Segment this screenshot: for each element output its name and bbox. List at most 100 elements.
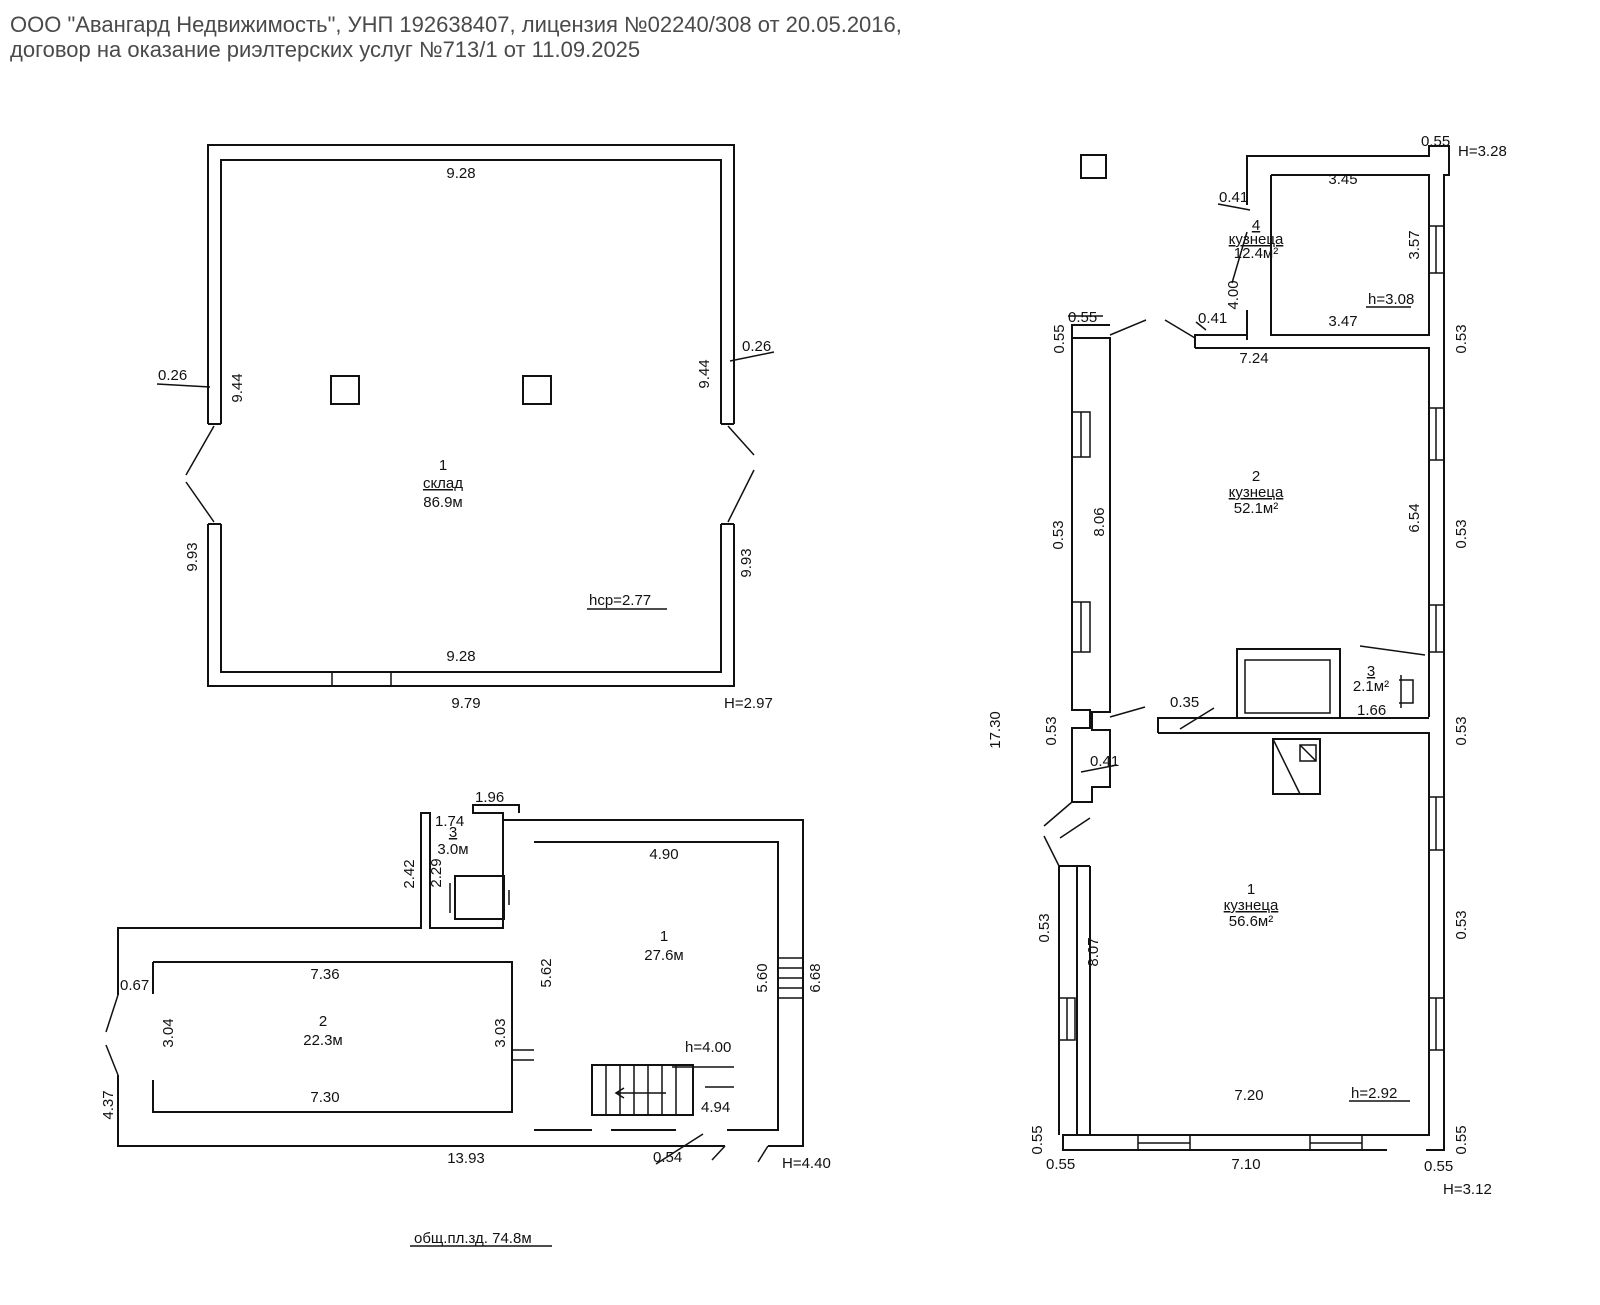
- plan-b-entrance-steps: [778, 957, 803, 999]
- plan-b-building: 1 27.6м 2 22.3м 3 3.0м 1.96 1.74 2.42 2.…: [100, 789, 831, 1247]
- plan-b-dim-0-67: 0.67: [120, 977, 149, 994]
- plan-a-gate-right: [727, 425, 755, 523]
- plan-b-dim-7-30: 7.30: [310, 1089, 339, 1106]
- plan-b-dim-3-03: 3.03: [492, 1018, 509, 1047]
- plan-c-dim-7-10: 7.10: [1231, 1156, 1260, 1173]
- plan-c-dim-0-53-l1: 0.53: [1050, 520, 1067, 549]
- plan-c-room-3-number: 3: [1367, 663, 1375, 680]
- plan-a-dim-bottom-outer: 9.79: [451, 695, 480, 712]
- plan-b-dim-3-04: 3.04: [160, 1018, 177, 1047]
- plan-a-column: [522, 375, 552, 405]
- plan-c-dim-0-55-top: 0.55: [1421, 133, 1450, 150]
- plan-c-dim-6-54: 6.54: [1406, 503, 1423, 532]
- plan-b-height-total: H=4.40: [782, 1155, 831, 1172]
- plan-c-window-bottom: [1137, 1135, 1363, 1150]
- plan-c-room-4-name: кузнеца: [1229, 231, 1284, 248]
- plan-c-window-right: [1429, 225, 1445, 1051]
- plan-c-dim-8-07: 8.07: [1085, 937, 1102, 966]
- plan-b-room-1-area: 27.6м: [644, 947, 684, 964]
- plan-c-room-2-wall: [1194, 334, 1430, 717]
- plan-a-room-number: 1: [439, 457, 447, 474]
- plan-b-door: [512, 1049, 534, 1061]
- plan-a-dim-bottom-inner: 9.28: [446, 648, 475, 665]
- plan-c-room-1-number: 1: [1247, 881, 1255, 898]
- plan-b-room-1-number: 1: [660, 928, 668, 945]
- plan-c-dim-4-00: 4.00: [1225, 280, 1242, 309]
- plan-b-stairs: [591, 1064, 694, 1116]
- plan-b-dim-2-29: 2.29: [428, 858, 445, 887]
- plan-b-dim-6-68: 6.68: [807, 963, 824, 992]
- plan-b-total-area: общ.пл.зд. 74.8м: [414, 1230, 532, 1247]
- plan-a-dim-left-upper: 9.44: [229, 373, 246, 402]
- plan-c-dim-0-55-left: 0.55: [1068, 309, 1097, 326]
- plan-b-outer-wall: [117, 812, 804, 1147]
- plan-c-room-2-area: 52.1м²: [1234, 500, 1279, 517]
- plan-c-dim-3-47: 3.47: [1328, 313, 1357, 330]
- plan-a-dim-right-lower: 9.93: [738, 548, 755, 577]
- plan-b-room-3-number: 3: [449, 824, 457, 841]
- plan-b-room-2-area: 22.3м: [303, 1032, 343, 1049]
- plan-b-room-3-wall: [472, 804, 520, 820]
- plan-c-window-left: [1059, 411, 1091, 1041]
- plan-c-dim-1-66: 1.66: [1357, 702, 1386, 719]
- plan-c-room-2-number: 2: [1252, 468, 1260, 485]
- plan-c-dim-0-55-br-h: 0.55: [1424, 1158, 1453, 1175]
- plan-c-dim-7-24: 7.24: [1239, 350, 1268, 367]
- plan-a-dim-right-upper: 9.44: [696, 359, 713, 388]
- plan-c-dim-8-06: 8.06: [1091, 507, 1108, 536]
- plan-c-dim-0-55-bl-v: 0.55: [1029, 1125, 1046, 1154]
- plan-c-room-3-area: 2.1м²: [1353, 678, 1389, 695]
- plan-c-dim-0-55-br-v: 0.55: [1453, 1125, 1470, 1154]
- plan-c-dim-0-53-l2: 0.53: [1043, 716, 1060, 745]
- plan-b-dim-5-62: 5.62: [538, 958, 555, 987]
- plan-a-column: [330, 375, 360, 405]
- plan-a-room-name: склад: [423, 475, 463, 492]
- plan-c-dim-17-30: 17.30: [987, 711, 1004, 749]
- header: ООО "Авангард Недвижимость", УНП 1926384…: [10, 12, 902, 62]
- plan-b-room-1-wall: [534, 841, 779, 1131]
- plan-a-height-total: H=2.97: [724, 695, 773, 712]
- plan-c-dim-0-41-b: 0.41: [1198, 310, 1227, 327]
- plan-b-dim-4-90: 4.90: [649, 846, 678, 863]
- plan-c-chimney: [1080, 154, 1107, 179]
- plan-c-dim-0-35: 0.35: [1170, 694, 1199, 711]
- plan-b-appliance: [454, 875, 505, 920]
- plan-c-room-3-closet: [1236, 648, 1341, 719]
- plan-c-room-1-name: кузнеца: [1224, 897, 1279, 914]
- plan-c-dim-3-45: 3.45: [1328, 171, 1357, 188]
- plan-c-dim-0-53-r4: 0.53: [1453, 910, 1470, 939]
- plan-c-dim-3-57: 3.57: [1406, 230, 1423, 259]
- plan-c-dim-7-20: 7.20: [1234, 1087, 1263, 1104]
- plan-a-window: [331, 671, 392, 687]
- plan-a-wall-left: 0.26: [158, 367, 187, 384]
- plan-a-dim-top: 9.28: [446, 165, 475, 182]
- plan-c-height-r4: h=3.08: [1368, 291, 1414, 308]
- plan-c-room-4-number: 4: [1252, 217, 1260, 234]
- plan-a-outer-wall: [207, 144, 735, 687]
- plan-c-smithy: 4 кузнеца 12.4м² 2 кузнеца 52.1м² 3 2.1м…: [987, 133, 1507, 1198]
- plan-b-room-2-number: 2: [319, 1013, 327, 1030]
- plan-a-gate-left: [185, 425, 215, 523]
- plan-a-inner-wall: [220, 159, 722, 673]
- plan-b-room-3-area: 3.0м: [437, 841, 468, 858]
- plan-c-dim-0-55-bl-h: 0.55: [1046, 1156, 1075, 1173]
- plan-b-dim-7-36: 7.36: [310, 966, 339, 983]
- plan-b-dim-1-96: 1.96: [475, 789, 504, 806]
- plan-b-dim-1-74: 1.74: [435, 813, 464, 830]
- plan-c-dim-0-53-r2: 0.53: [1453, 519, 1470, 548]
- plan-c-dim-0-41-a: 0.41: [1219, 189, 1248, 206]
- plan-a-dim-left-lower: 9.93: [184, 542, 201, 571]
- plan-a-height-avg: hср=2.77: [589, 592, 651, 609]
- plan-c-dim-0-53-r1: 0.53: [1453, 324, 1470, 353]
- plan-b-dim-4-94: 4.94: [701, 1099, 730, 1116]
- header-line-2: договор на оказание риэлтерских услуг №7…: [10, 37, 641, 62]
- plan-c-outer-wall-left: [1071, 337, 1111, 803]
- plan-b-dim-2-42: 2.42: [401, 859, 418, 888]
- plan-c-dim-0-53-l3: 0.53: [1036, 913, 1053, 942]
- plan-c-height-top: H=3.28: [1458, 143, 1507, 160]
- plan-b-height-inner: h=4.00: [685, 1039, 731, 1056]
- plan-a-room-area: 86.9м: [423, 494, 463, 511]
- plan-b-dim-13-93: 13.93: [447, 1150, 485, 1167]
- plan-c-stove: [1272, 738, 1321, 795]
